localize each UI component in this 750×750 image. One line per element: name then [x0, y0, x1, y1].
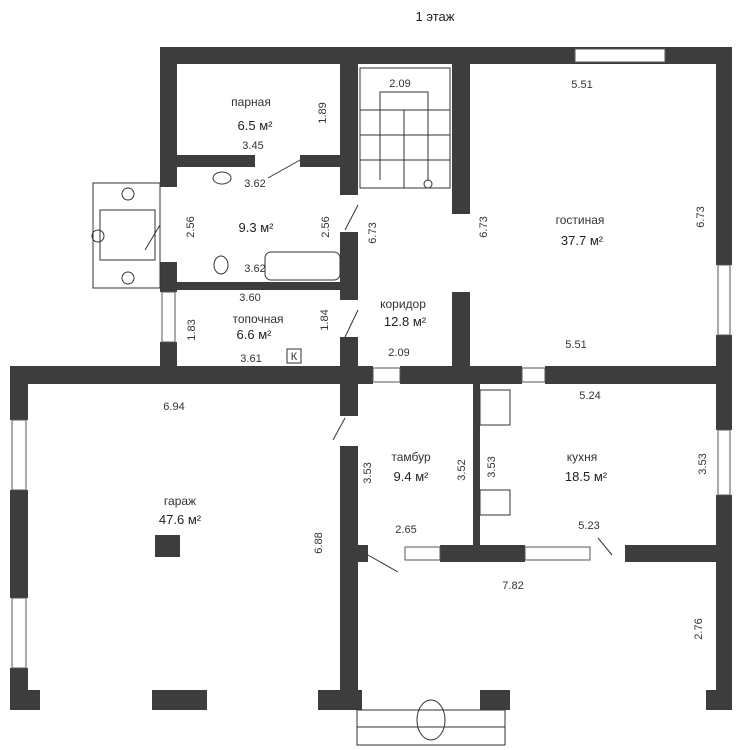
dimension-label: 2.76: [693, 618, 705, 639]
room-name: гостиная: [556, 213, 605, 227]
room-area: 6.5 м²: [238, 118, 274, 133]
dimension-label: 2.09: [388, 347, 409, 359]
room-name: гараж: [164, 494, 196, 508]
walls: [10, 47, 732, 710]
dimension-label: 6.94: [163, 401, 184, 413]
dimension-label: 3.61: [240, 353, 261, 365]
dimension-label: 3.53: [362, 462, 374, 483]
dimension-label: 5.51: [571, 79, 592, 91]
floor-title: 1 этаж: [416, 9, 455, 24]
dimension-label: 7.82: [502, 580, 523, 592]
doors: [144, 159, 613, 573]
dimension-label: 3.53: [697, 453, 709, 474]
dimensions: 1.89 3.45 3.62 2.56 2.56 3.62 3.60 1.83 …: [163, 78, 709, 640]
dimension-label: 6.73: [367, 222, 379, 243]
dimension-label: 2.56: [320, 216, 332, 237]
left-porch: [91, 182, 161, 289]
room-labels: парная 6.5 м² 9.3 м² топочная 6.6 м² кор…: [159, 95, 608, 527]
stairs: [359, 67, 451, 189]
dimension-label: 6.73: [695, 206, 707, 227]
dimension-label: 3.52: [456, 459, 468, 480]
fixtures: К: [212, 171, 511, 516]
dimension-label: 3.60: [239, 292, 260, 304]
sink-icon: [479, 389, 511, 426]
room-area: 6.6 м²: [237, 327, 273, 342]
dimension-label: 5.24: [579, 390, 600, 402]
room-name: тамбур: [391, 450, 431, 464]
sink-icon: [212, 171, 232, 185]
dimension-label: 1.83: [186, 319, 198, 340]
bottom-porch: [356, 699, 506, 746]
dimension-label: 6.73: [478, 216, 490, 237]
room-area: 18.5 м²: [565, 469, 608, 484]
room-name: коридор: [380, 297, 426, 311]
stove-icon: [479, 489, 511, 516]
dimension-label: 3.62: [244, 178, 265, 190]
dimension-label: 5.23: [578, 520, 599, 532]
room-area: 12.8 м²: [384, 314, 427, 329]
room-area: 9.3 м²: [239, 220, 275, 235]
room-name: парная: [231, 95, 271, 109]
room-area: 9.4 м²: [394, 469, 430, 484]
dimension-label: 6.88: [313, 532, 325, 553]
boiler-mark: К: [291, 351, 298, 363]
dimension-label: 3.62: [244, 263, 265, 275]
dimension-label: 2.65: [395, 524, 416, 536]
dimension-label: 3.45: [242, 140, 263, 152]
room-area: 47.6 м²: [159, 512, 202, 527]
room-name: кухня: [567, 450, 598, 464]
room-area: 37.7 м²: [561, 233, 604, 248]
dimension-label: 3.53: [486, 456, 498, 477]
dimension-label: 2.09: [389, 78, 410, 90]
toilet-icon: [213, 255, 229, 275]
pillar: [155, 535, 180, 557]
room-name: топочная: [233, 312, 284, 326]
bathtub-icon: [264, 251, 341, 281]
dimension-label: 2.56: [185, 216, 197, 237]
windows: [11, 48, 731, 669]
dimension-label: 1.89: [317, 102, 329, 123]
dimension-label: 5.51: [565, 339, 586, 351]
dimension-label: 1.84: [319, 309, 331, 330]
